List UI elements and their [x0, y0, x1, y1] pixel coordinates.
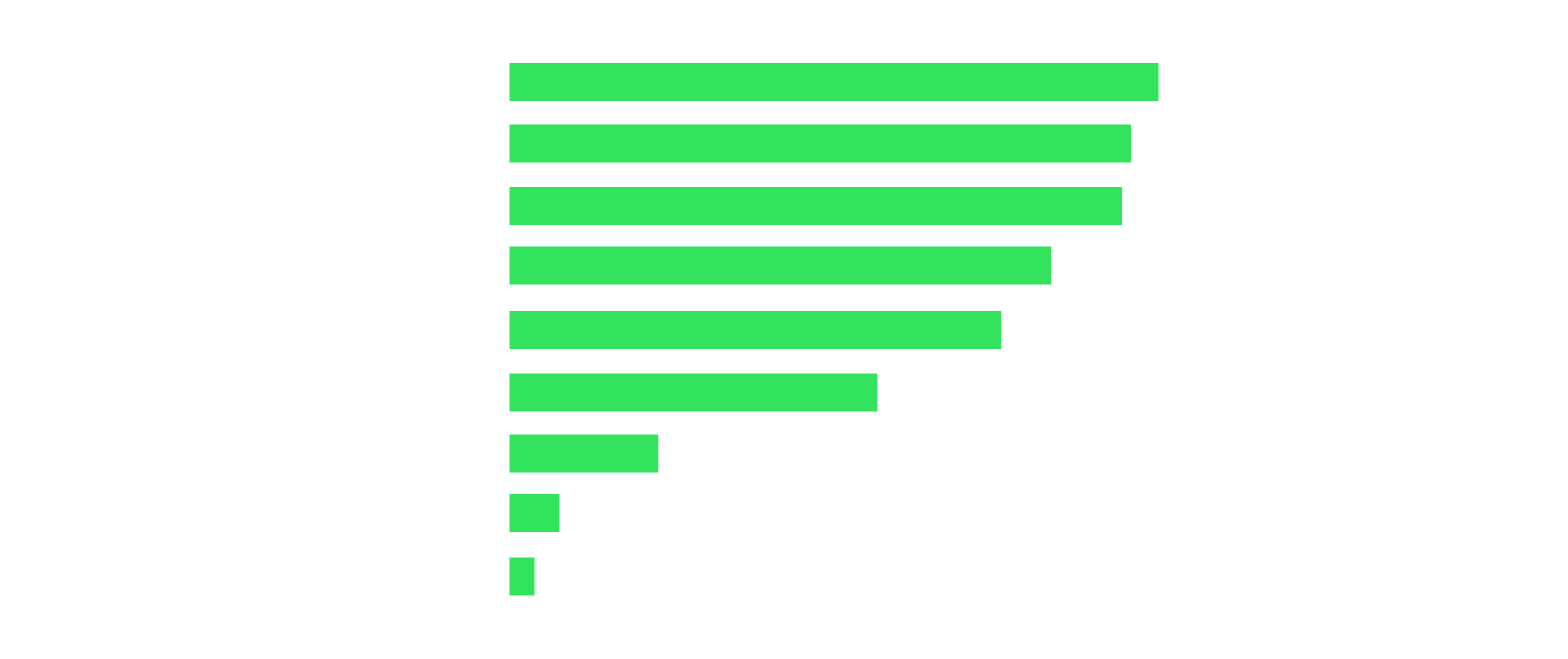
- bar-4: [509, 246, 1052, 285]
- bar-5: [509, 311, 1002, 349]
- bar-3: [509, 187, 1123, 225]
- bar-7: [509, 434, 659, 473]
- bar-2: [509, 124, 1132, 163]
- bar-1: [509, 63, 1159, 101]
- bars-group: [509, 63, 1159, 596]
- bar-9: [509, 557, 535, 596]
- bar-6: [509, 373, 878, 412]
- bar-8: [509, 494, 560, 532]
